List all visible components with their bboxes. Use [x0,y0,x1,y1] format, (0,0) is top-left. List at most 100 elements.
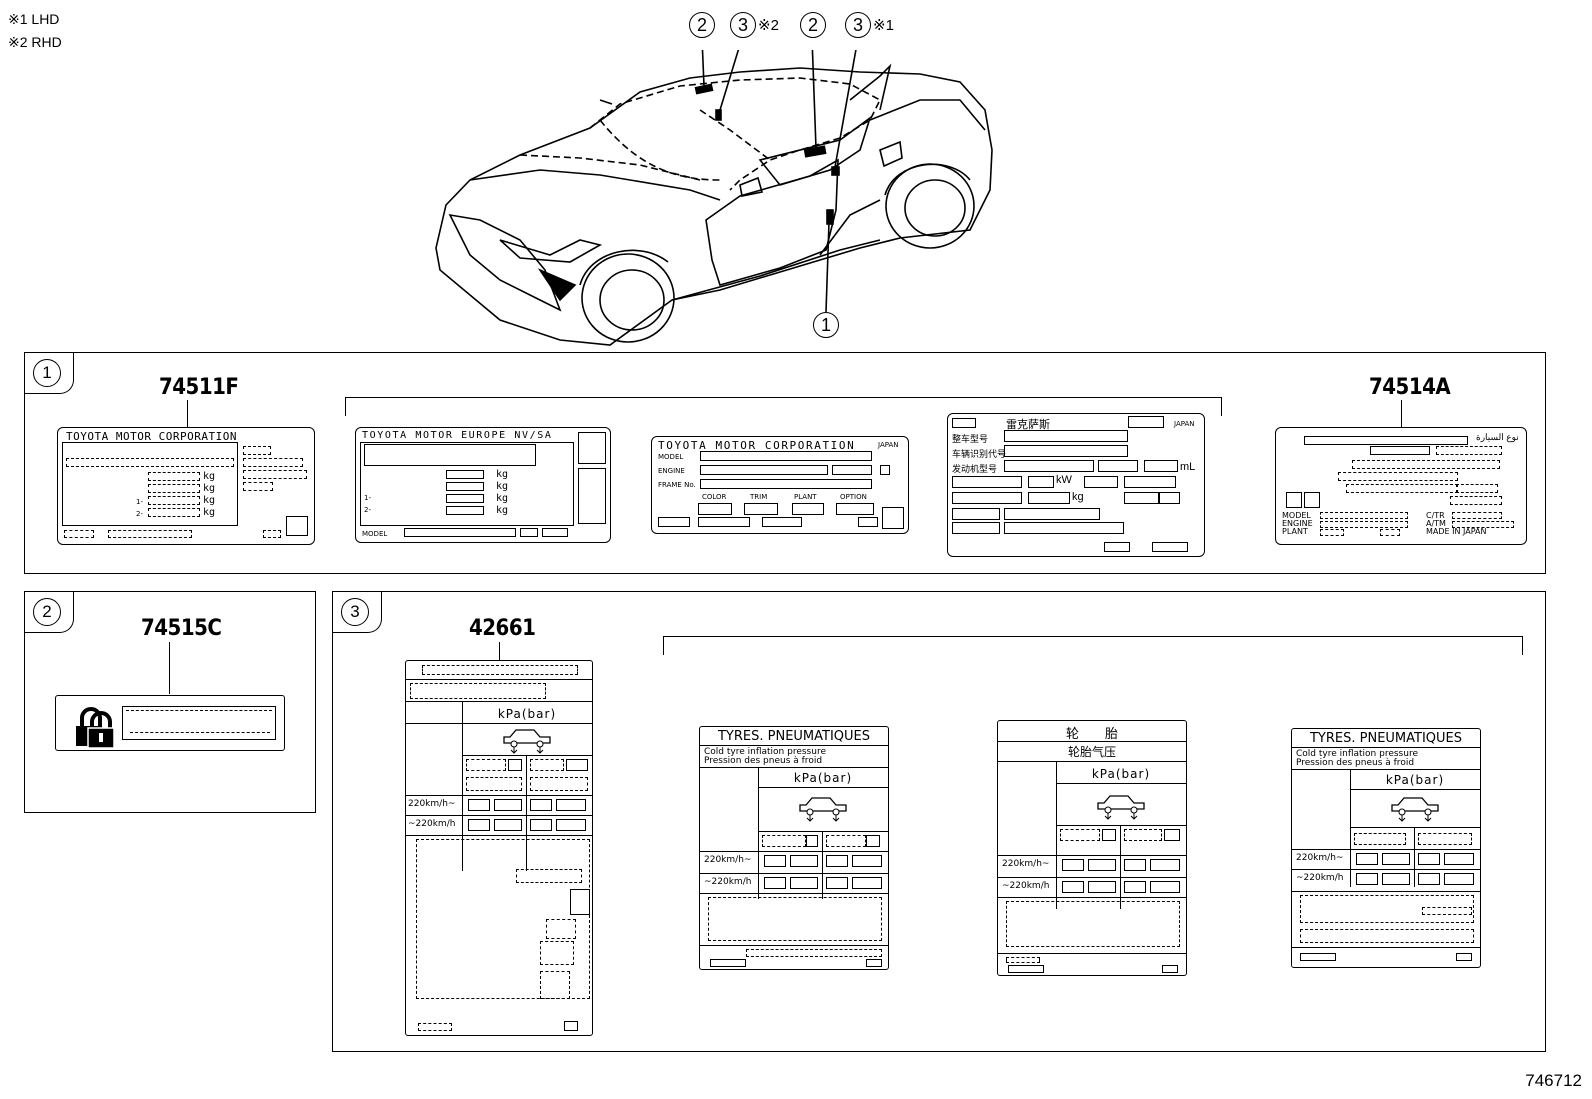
tyre-eu1-sub1: Cold tyre inflation pressure [704,747,826,757]
panel-3-tab [333,592,382,633]
label-74515C [55,695,285,751]
callout-2-lhd: 2 [800,12,826,38]
label-74511F-axle-1: 1- [136,498,143,506]
tyre-eu2-kpa: kPa(bar) [1385,773,1445,787]
label-europe-unit-4: kg [496,505,509,516]
label-74511F-unit-4: kg [203,507,216,518]
tyre-cn-kpa: kPa(bar) [1091,767,1151,781]
tyre-label-eu-1: TYRES. PNEUMATIQUES Cold tyre inflation … [699,726,889,970]
tyre-eu2-speed-low: ~220km/h [1296,873,1344,883]
leader-74514A [1401,400,1402,428]
label-74511F-unit-2: kg [203,483,216,494]
label-74514A-arabic: نوع السيارة [1476,432,1519,442]
label-china-unit-kw: kW [1056,474,1072,486]
callout-2-rhd: 2 [689,12,715,38]
callout-3-rhd: 3 [730,12,756,38]
label-74514A-engine: ENGINE [1282,519,1313,528]
label-europe-title: TOYOTA MOTOR EUROPE NV/SA [362,430,553,441]
label-europe-footer: MODEL [362,530,388,538]
tyre-42661-speed-high: 220km/h~ [408,799,456,809]
label-china-unit-ml: mL [1180,461,1196,473]
part-number-74515C: 74515C [141,616,222,641]
label-japan-row-engine: ENGINE [658,467,685,475]
label-japan: TOYOTA MOTOR CORPORATION JAPAN MODEL ENG… [651,436,909,534]
notes: ※1 LHD ※2 RHD [8,8,62,54]
tyre-42661-speed-low: ~220km/h [408,819,456,829]
panel-3: 3 42661 kPa(bar) 220km/h~ ~220km/h [332,591,1546,1052]
label-74514A-ctr: C/TR [1426,511,1445,520]
label-japan-row-model: MODEL [658,453,684,461]
tyre-eu1-speed-low: ~220km/h [704,877,752,887]
label-china-row-3: 发动机型号 [952,464,998,474]
bracket-panel-1 [345,397,1222,416]
panel-1: 1 74511F 74514A TOYOTA MOTOR CORPORATION… [24,352,1546,574]
callout-3-lhd-note: ※1 [873,17,894,34]
callout-3-lhd: 3 [845,12,871,38]
label-74515C-textarea [122,706,276,740]
bracket-panel-3 [663,636,1523,655]
panel-1-tab [25,353,74,394]
label-74514A: نوع السيارة MODEL ENGINE PLANT C/TR A/TM… [1275,427,1527,545]
label-japan-col-option: OPTION [840,493,867,501]
label-74511F: TOYOTA MOTOR CORPORATION kg kg kg kg 1- … [57,427,315,545]
tyre-cn-speed-high: 220km/h~ [1002,859,1050,869]
label-china: 雷克萨斯 JAPAN 整车型号 车辆识别代号 发动机型号 mL kW kg [947,413,1205,557]
label-japan-col-trim: TRIM [750,493,768,501]
tyre-eu2-sub1: Cold tyre inflation pressure [1296,749,1418,759]
tyre-cn-sub1: 轮胎气压 [1067,745,1116,759]
car-side-icon [1097,795,1145,820]
label-74514A-model: MODEL [1282,511,1311,520]
label-74511F-area [62,442,238,526]
panel-3-number: 3 [341,598,369,626]
panel-1-number: 1 [33,359,61,387]
label-china-head: 雷克萨斯 [1006,419,1050,431]
tyre-cn-title: 轮 胎 [1065,727,1118,742]
tyre-42661-kpa: kPa(bar) [497,707,557,721]
tyre-label-cn: 轮 胎 轮胎气压 kPa(bar) 220km/h~ ~220km/h [997,720,1187,976]
label-74514A-origin: MADE IN JAPAN [1426,527,1487,536]
label-74511F-axle-2: 2- [136,510,143,518]
label-japan-title: TOYOTA MOTOR CORPORATION [658,439,856,452]
figure-number: 746712 [1525,1071,1582,1090]
label-china-unit-kg: kg [1072,491,1084,503]
part-number-74514A: 74514A [1369,375,1451,400]
tyre-eu2-sub2: Pression des pneus à froid [1296,758,1415,768]
panel-2: 2 74515C [24,591,316,813]
tyre-eu2-speed-high: 220km/h~ [1296,853,1344,863]
part-number-74511F: 74511F [159,375,239,400]
label-74511F-unit-1: kg [203,471,216,482]
label-europe-axle-1: 1- [364,494,371,502]
label-japan-origin: JAPAN [878,441,899,449]
note-lhd: ※1 LHD [8,11,60,27]
tyre-label-eu-2: TYRES. PNEUMATIQUES Cold tyre inflation … [1291,728,1481,968]
note-rhd: ※2 RHD [8,34,62,50]
lock-icon [76,707,115,748]
tyre-eu2-title: TYRES. PNEUMATIQUES [1309,731,1463,746]
label-74514A-atm: A/TM [1426,519,1446,528]
label-japan-col-color: COLOR [702,493,727,501]
label-74511F-title: TOYOTA MOTOR CORPORATION [66,430,237,443]
leader-42661 [499,642,500,660]
tyre-eu1-title: TYRES. PNEUMATIQUES [717,729,871,744]
label-china-origin: JAPAN [1174,420,1195,428]
car-side-icon [799,797,847,822]
car-illustration [435,50,993,346]
label-europe-unit-2: kg [496,481,509,492]
label-europe-unit-3: kg [496,493,509,504]
leader-74515C [169,642,170,694]
label-74511F-unit-3: kg [203,495,216,506]
tyre-eu1-kpa: kPa(bar) [793,771,853,785]
part-number-42661: 42661 [469,616,536,641]
callout-3-rhd-note: ※2 [758,17,779,34]
panel-2-number: 2 [33,598,61,626]
callout-1: 1 [813,312,839,338]
label-europe: TOYOTA MOTOR EUROPE NV/SA kg kg kg kg 1-… [355,427,611,543]
car-side-icon [1391,797,1439,822]
tyre-eu1-speed-high: 220km/h~ [704,855,752,865]
label-china-row-1: 整车型号 [952,434,989,444]
label-europe-unit-1: kg [496,469,509,480]
tyre-label-42661: kPa(bar) 220km/h~ ~220km/h [405,660,593,1036]
panel-2-tab [25,592,74,633]
leader-74511F [187,400,188,428]
tyre-eu1-sub2: Pression des pneus à froid [704,756,823,766]
